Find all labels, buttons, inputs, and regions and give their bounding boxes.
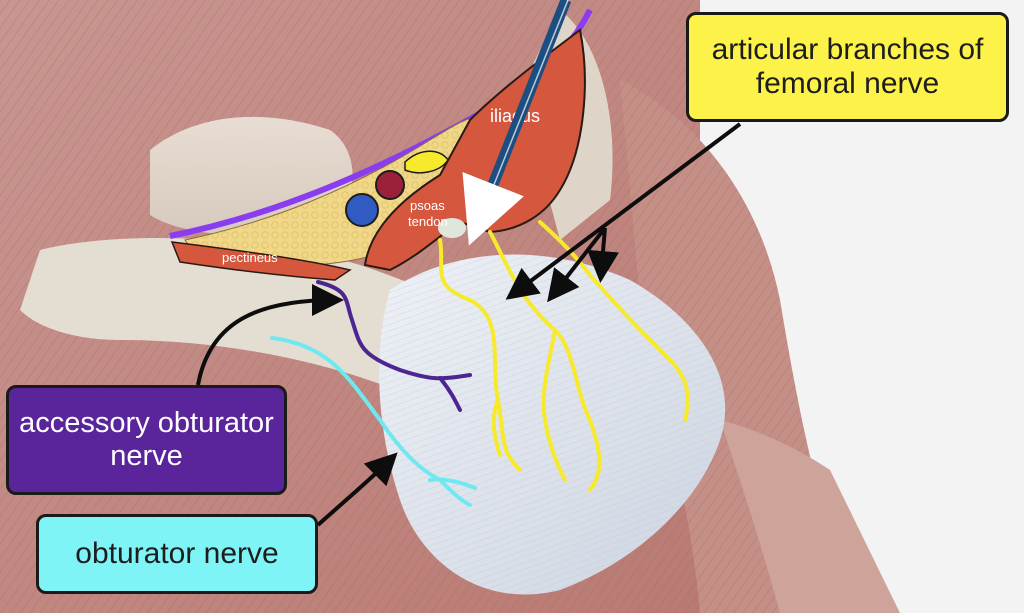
femoral-branch-4 xyxy=(541,328,567,482)
callout-accessory-obturator-nerve: accessory obturator nerve xyxy=(6,385,287,495)
femoral-vein xyxy=(345,193,379,227)
psoas-label: psoas xyxy=(410,198,445,213)
femoral-arrow-3 xyxy=(587,227,619,283)
femoral-branch-3 xyxy=(538,220,690,422)
femoral-branch-1 xyxy=(438,238,522,472)
callout-obturator-nerve: obturator nerve xyxy=(36,514,318,594)
femoral-branch-5 xyxy=(491,398,502,457)
capsule-fibers xyxy=(379,254,726,595)
femoral-pointer-arrows xyxy=(505,122,742,303)
obturator-nerve xyxy=(270,336,477,507)
femoral-arrow-2 xyxy=(547,226,607,303)
callout-accessory-line2: nerve xyxy=(110,440,183,472)
callout-accessory-line1: accessory obturator xyxy=(19,406,274,439)
obturator-pointer-arrow xyxy=(316,452,398,527)
callout-obturator-text: obturator nerve xyxy=(75,536,279,570)
pectineus-muscle xyxy=(170,241,352,281)
blue-arrow xyxy=(462,0,572,246)
accessory-obturator-nerve xyxy=(316,280,472,412)
femur-shaft xyxy=(720,420,900,613)
callout-femoral-line2: femoral nerve xyxy=(755,67,940,100)
tendon-label: tendon xyxy=(408,214,448,229)
psoas-tendon xyxy=(438,218,466,238)
pectineus-label: pectineus xyxy=(222,250,278,265)
blue-arrow-highlight xyxy=(478,0,569,223)
callout-femoral-line1: articular branches of xyxy=(711,32,984,66)
femoral-arrow-1 xyxy=(505,122,742,300)
femoral-artery xyxy=(375,170,405,200)
callout-femoral-articular-branches: articular branches of femoral nerve xyxy=(686,12,1009,122)
accessory-pointer-arrow xyxy=(196,284,344,386)
